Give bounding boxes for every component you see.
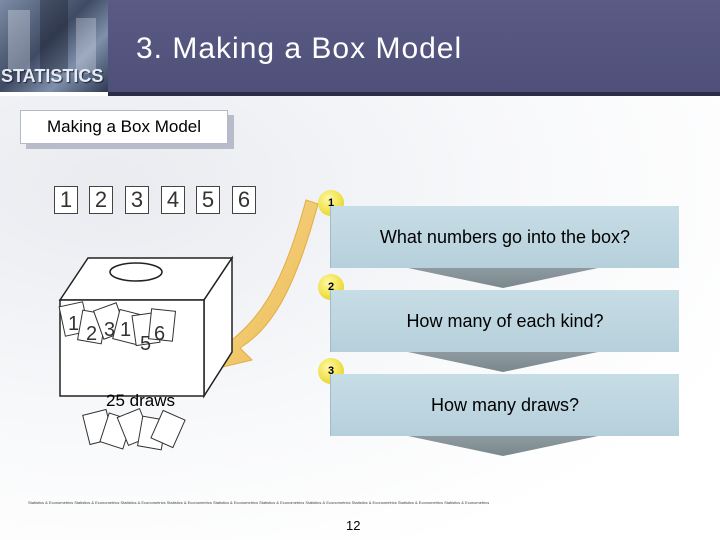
step-box-3: How many draws?: [330, 374, 679, 436]
ticket-number: 1: [68, 313, 79, 335]
step-box-1: What numbers go into the box?: [330, 206, 679, 268]
ticket-number: 6: [154, 323, 165, 345]
ticket-number: 1: [120, 319, 131, 341]
draws-label: 25 draws: [106, 391, 175, 411]
ticket-number: 3: [104, 319, 115, 341]
step-box-2: How many of each kind?: [330, 290, 679, 352]
page-number: 12: [346, 518, 360, 533]
ticket-number: 5: [140, 333, 151, 355]
ticket-number: 2: [86, 323, 97, 345]
footer-text: Statistics & Econometrics Statistics & E…: [28, 500, 698, 505]
